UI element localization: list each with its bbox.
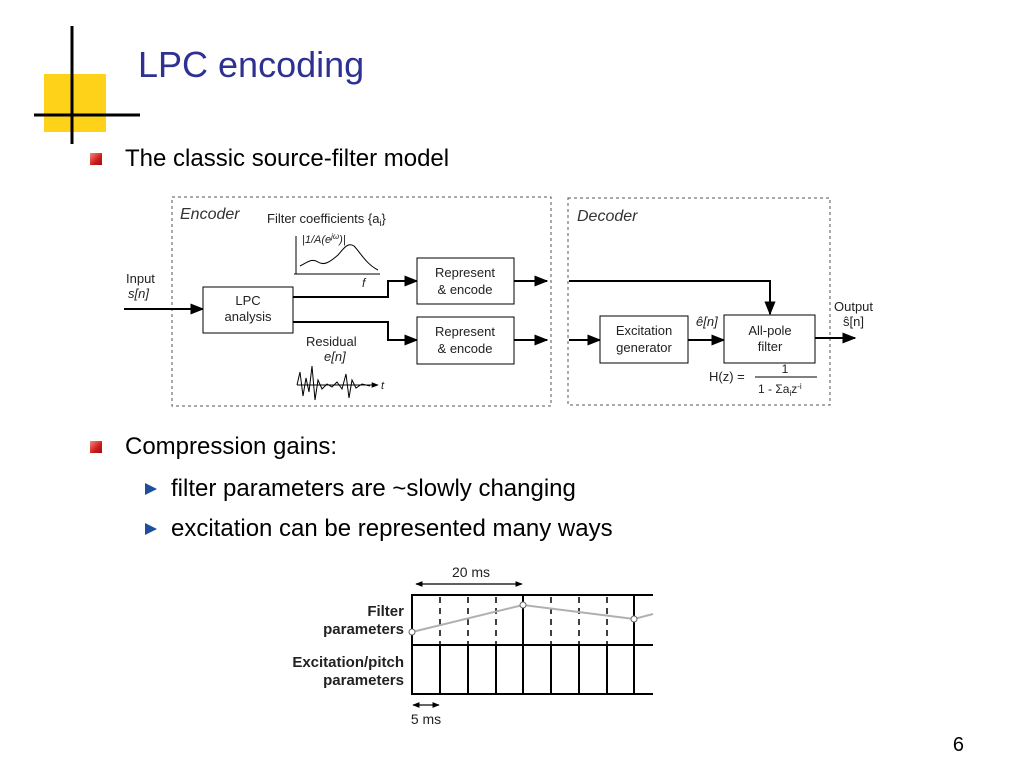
sub-bullet-filter-params: filter parameters are ~slowly changing — [171, 475, 576, 502]
bullet-square-icon — [90, 153, 102, 165]
lpc-box-line2: analysis — [225, 309, 272, 324]
residual-signal-label: e[n] — [324, 349, 346, 364]
sub-bullet-excitation: excitation can be represented many ways — [171, 515, 613, 542]
slide-title: LPC encoding — [138, 44, 365, 85]
represent-bottom-line1: Represent — [435, 324, 495, 339]
spectrum-label: |1/A(ejω)| — [302, 232, 346, 246]
bullet-square-icon — [90, 441, 102, 453]
decoder-frame — [567, 197, 831, 406]
all-pole-filter-box — [723, 314, 816, 364]
excitation-row-label-line1: Excitation/pitch — [292, 654, 404, 671]
excitation-box-line2: generator — [616, 340, 672, 355]
excitation-generator-box — [599, 315, 689, 364]
bullet-compression-gains: Compression gains: — [125, 433, 338, 460]
output-signal-label: ŝ[n] — [843, 314, 864, 329]
hz-denominator: 1 - Σaiz-i — [758, 382, 802, 398]
decoder-label: Decoder — [577, 208, 638, 225]
hz-label: H(z) = — [709, 369, 745, 384]
lpc-box-line1: LPC — [235, 293, 260, 308]
lpc-to-bottom-arrow — [293, 321, 419, 346]
allpole-box-line1: All-pole — [748, 323, 791, 338]
coeffs-to-filter-arrow — [569, 280, 776, 316]
filter-row-label-line2: parameters — [323, 621, 404, 638]
allpole-box-line2: filter — [758, 339, 783, 354]
spectrum-f-axis-label: f — [362, 276, 367, 290]
bullet-source-filter: The classic source-filter model — [125, 145, 450, 172]
filter-parameter-point — [630, 615, 638, 623]
encoder-label: Encoder — [180, 206, 240, 223]
timing-diagram: 20 ms Filter parameters Excitation/pitch… — [292, 564, 654, 727]
excitation-row-label-line2: parameters — [323, 672, 404, 689]
residual-label: Residual — [306, 334, 357, 349]
subframe-length-label: 5 ms — [411, 711, 441, 727]
hz-numerator: 1 — [782, 362, 789, 376]
spectrum-curve — [299, 244, 379, 271]
filter-row-label-line1: Filter — [367, 603, 404, 620]
excitation-box-line1: Excitation — [616, 323, 672, 338]
yellow-square — [44, 74, 106, 132]
filter-coefficients-label: Filter coefficients {ai} — [267, 211, 386, 228]
residual-t-axis-label: t — [381, 380, 385, 392]
page-number: 6 — [952, 734, 964, 756]
filter-parameter-trajectory — [411, 603, 654, 633]
input-signal-label: s[n] — [128, 286, 149, 301]
lpc-to-top-arrow — [293, 275, 419, 298]
sub-bullet-arrow-icon — [145, 483, 157, 495]
lpc-analysis-box — [202, 286, 294, 334]
output-label: Output — [834, 299, 873, 314]
ehat-label: ê[n] — [696, 314, 718, 329]
represent-top-line1: Represent — [435, 265, 495, 280]
filter-parameter-point — [408, 628, 416, 636]
represent-top-line2: & encode — [438, 282, 493, 297]
source-filter-diagram: Encoder Decoder Filter coefficients {ai}… — [124, 196, 873, 407]
represent-bottom-line2: & encode — [438, 341, 493, 356]
input-label: Input — [126, 271, 155, 286]
slide-corner-decoration — [34, 26, 140, 144]
filter-parameter-point — [519, 601, 527, 609]
frame-length-label: 20 ms — [452, 564, 490, 580]
residual-waveform — [296, 365, 371, 401]
sub-bullet-arrow-icon — [145, 523, 157, 535]
